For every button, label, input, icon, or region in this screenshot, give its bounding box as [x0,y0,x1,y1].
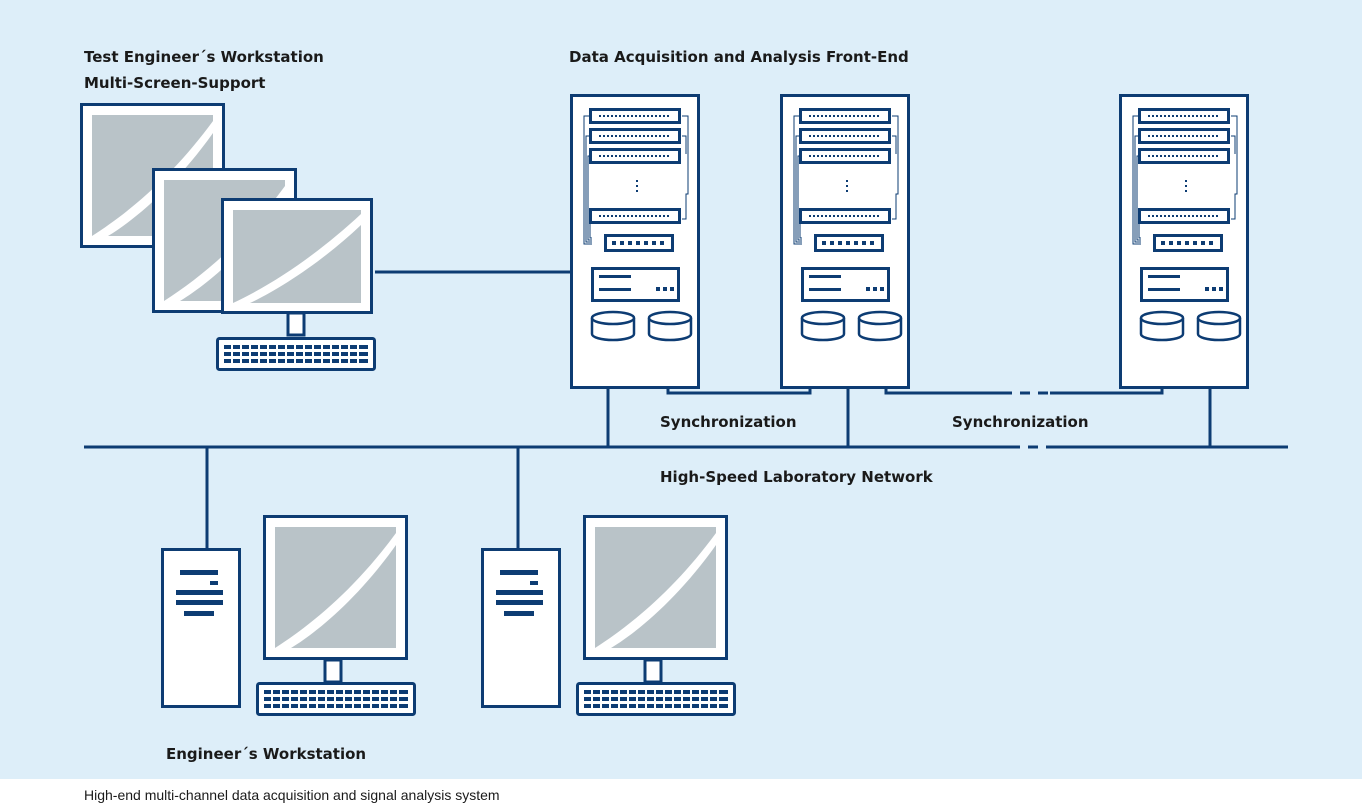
keyboard-1 [216,337,376,371]
engineer-workstation-1 [161,515,416,716]
figure-caption: High-end multi-channel data acquisition … [84,787,500,803]
test-engineer-workstation [80,103,376,371]
sync-label-1: Synchronization [660,413,797,431]
sync-label-2: Synchronization [952,413,1089,431]
test-engineer-title: Test Engineer´s Workstation [84,48,324,66]
network-label: High-Speed Laboratory Network [660,468,933,486]
rack-3 [1121,96,1248,388]
test-engineer-subtitle: Multi-Screen-Support [84,74,266,92]
rack-2 [782,96,909,388]
engineer-workstation-label: Engineer´s Workstation [166,745,367,763]
rack-1 [572,96,699,388]
front-end-title: Data Acquisition and Analysis Front-End [569,48,909,66]
engineer-workstation-2 [481,515,736,716]
